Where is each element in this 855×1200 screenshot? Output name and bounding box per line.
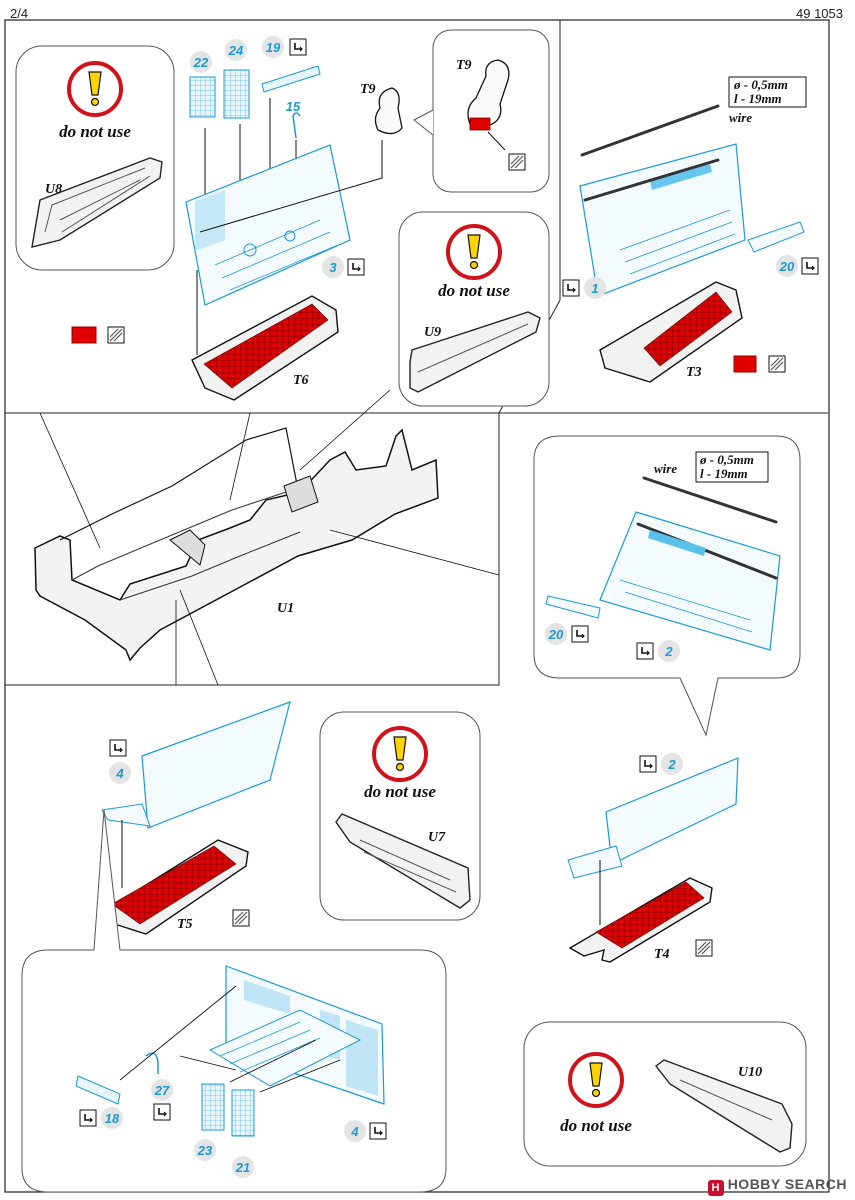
part-number-21: 21 (235, 1160, 250, 1175)
pe-part-24 (223, 69, 250, 119)
part-label-u10: U10 (738, 1065, 762, 1080)
part-label-t4: T4 (654, 947, 670, 962)
part-label-t5: T5 (177, 917, 193, 932)
detail-t9: T9 (413, 29, 550, 193)
assembly-t6: 22 24 19 15 3 T9 T6 (185, 36, 403, 401)
part-number-2: 2 (664, 644, 673, 659)
part-number-23: 23 (197, 1143, 213, 1158)
wire-label: wire (654, 461, 677, 476)
control-stick-t9-detail (467, 59, 510, 127)
paint-icon (768, 355, 786, 373)
part-number-22: 22 (193, 55, 209, 70)
panel-part-u9 (409, 311, 541, 393)
part-number-2: 2 (667, 757, 676, 772)
warning-icon (67, 61, 123, 117)
wire-rod (580, 104, 720, 157)
bend-icon (109, 739, 127, 757)
painted-area-t4 (595, 881, 705, 949)
pe-part-21 (231, 1089, 255, 1137)
panel-part-u7 (335, 813, 471, 909)
pe-part-20 (747, 221, 805, 253)
page-number: 2/4 (10, 6, 29, 21)
warning-icon (568, 1052, 624, 1108)
pe-part-18 (75, 1075, 121, 1105)
part-number-3: 3 (329, 260, 337, 275)
bend-icon (369, 1122, 387, 1140)
paint-icon (232, 909, 250, 927)
wire-length: l - 19mm (734, 91, 782, 106)
part-number-20: 20 (779, 259, 795, 274)
painted-area-t3 (643, 291, 733, 367)
part-number-15: 15 (286, 99, 301, 114)
part-number-27: 27 (154, 1083, 170, 1098)
part-number-24: 24 (228, 43, 244, 58)
bend-icon (289, 38, 307, 56)
bend-icon (562, 279, 580, 297)
assembly-t3: ø - 0,5mm l - 19mm wire 20 1 T3 (562, 76, 819, 383)
part-number-4: 4 (350, 1124, 359, 1139)
paint-icon (508, 153, 526, 171)
watermark-text: HOBBY SEARCH (727, 1176, 847, 1192)
control-stick-t9 (374, 87, 403, 135)
pe-part-22 (189, 76, 216, 118)
part-number-18: 18 (105, 1111, 120, 1126)
warning-text: do not use (560, 1116, 632, 1135)
hull-u1: U1 (34, 389, 500, 686)
part-number-20: 20 (548, 627, 564, 642)
part-number-4: 4 (115, 766, 124, 781)
paint-swatch-red (71, 326, 125, 344)
pe-part-23 (201, 1083, 225, 1131)
painted-area-t6 (203, 303, 329, 389)
panel-part-u8 (31, 157, 163, 248)
part-number-19: 19 (266, 40, 281, 55)
bend-icon (79, 1109, 97, 1127)
part-label-t9-right: T9 (456, 58, 472, 73)
warning-panel-u7: do not use U7 (319, 711, 481, 921)
wire-diameter: ø - 0,5mm (699, 452, 754, 467)
bend-icon (801, 257, 819, 275)
assembly-t5: 4 T5 (101, 701, 291, 935)
pe-panel-t6 (185, 144, 351, 306)
wire-length: l - 19mm (700, 466, 748, 481)
part-label-u9: U9 (424, 325, 441, 340)
detail-panel-4: 18 27 23 21 4 (21, 809, 447, 1193)
panel-part-u10 (655, 1059, 793, 1153)
bend-icon (636, 642, 654, 660)
part-label-u7: U7 (428, 830, 446, 845)
warning-panel-u9: do not use U9 (398, 211, 550, 407)
warning-panel-u10: do not use U10 (523, 1021, 807, 1167)
part-number-1: 1 (591, 281, 598, 296)
bend-icon (639, 755, 657, 773)
part-label-t3: T3 (686, 365, 702, 380)
paint-icon (107, 326, 125, 344)
warning-icon (446, 224, 502, 280)
painted-area-t5 (111, 845, 237, 925)
wire-diameter: ø - 0,5mm (733, 77, 788, 92)
warning-text: do not use (59, 122, 131, 141)
bend-icon (153, 1103, 171, 1121)
part-label-t9-left: T9 (360, 82, 376, 97)
warning-icon (372, 726, 428, 782)
pe-part-15 (292, 112, 301, 139)
pe-panel-t3 (579, 143, 746, 297)
paint-icon (695, 939, 713, 957)
bend-icon (347, 258, 365, 276)
warning-text: do not use (364, 782, 436, 801)
detail-panel-2: wire ø - 0,5mm l - 19mm 20 2 (533, 435, 801, 737)
pe-part-27 (145, 1052, 159, 1074)
bend-icon (571, 625, 589, 643)
part-label-t6: T6 (293, 373, 309, 388)
pe-part-19 (261, 65, 321, 93)
part-label-u1: U1 (277, 601, 294, 616)
assembly-t4: 2 T4 (567, 753, 739, 963)
warning-panel-u8: do not use U8 (15, 45, 175, 271)
warning-text: do not use (438, 281, 510, 300)
hobby-search-logo-icon: H (707, 1180, 724, 1196)
wire-label: wire (729, 110, 752, 125)
kit-number: 49 1053 (796, 6, 843, 21)
